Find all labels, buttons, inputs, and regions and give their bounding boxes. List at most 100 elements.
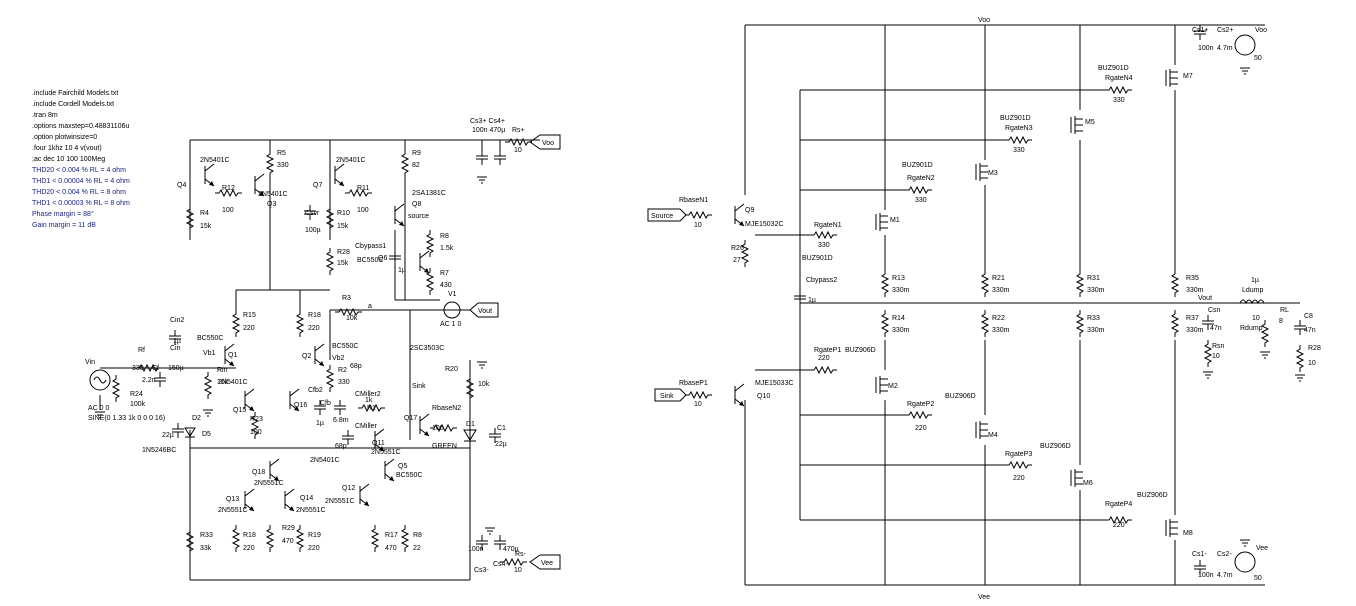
component-label: RgateN1 [814,222,842,229]
component-label: 10 [1308,360,1316,367]
component-label: RgateN4 [1105,75,1133,82]
component-label: 1µ [1251,277,1259,284]
component-label: BC550C [357,257,383,264]
left-resistors [112,138,533,566]
component-label: Rf [138,347,145,354]
component-label: 2SA1381C [412,190,446,197]
component-label: 2N5401C [336,157,366,164]
component-label: R37 [1186,315,1199,322]
component-label: 1µ [808,297,816,304]
component-label: R23 [250,416,263,423]
component-label: 470µ [503,546,519,553]
component-label: R2 [338,367,347,374]
component-label: 100µ [305,227,321,234]
component-label: 220 [915,425,927,432]
component-label: 220 [243,325,255,332]
component-label: M8 [1183,530,1193,537]
directive-line: .tran 8m [32,112,58,119]
directive-line: ;ac dec 10 100 100Meg [32,156,105,163]
component-label: 4.7m [1217,45,1233,52]
component-label: R11 [357,185,369,192]
component-label: D2 [192,415,201,422]
component-label: 330 [1113,97,1125,104]
svg-text:Vout: Vout [478,308,492,315]
component-label: 2N5551C [325,498,355,505]
vee-flag-left: Vee [529,554,561,570]
component-label: M3 [988,170,998,177]
component-label: 27 [733,257,741,264]
component-label: RgateP4 [1105,501,1132,508]
component-label: source [408,213,429,220]
component-label: Q4 [177,182,186,189]
component-label: Rdump [1240,325,1263,332]
component-label: R8 [413,532,422,539]
component-label: BUZ906D [1040,443,1071,450]
component-label: Cbypass2 [806,277,837,284]
component-label: AC 1 0 [440,321,462,328]
component-label: 330m [892,287,910,294]
component-label: Q8 [412,201,421,208]
component-label: R18 [243,532,256,539]
component-label: 4.7m [1217,572,1233,579]
component-label: M4 [988,432,998,439]
component-label: R15 [243,312,256,319]
component-label: AC 0 0 [88,405,110,412]
component-label: Vb2 [332,355,345,362]
component-label: R10 [337,210,350,217]
component-label: BUZ901D [802,255,833,262]
component-label: 68p [350,363,362,370]
component-label: 6.8m [333,417,349,424]
input-source-vin [89,369,111,419]
component-label: D1 [466,421,475,428]
directive-line: .include Cordell Models.txt [32,101,114,108]
component-label: R17 [385,532,398,539]
component-label: 100n [1198,45,1214,52]
component-label: 220 [308,325,320,332]
component-label: R13 [892,275,905,282]
component-label: SINE(0 1.33 1k 0 0 0 16) [88,415,165,422]
component-label: R18 [308,312,321,319]
result-line: Phase margin = 88° [32,210,94,218]
vout-flag-left: Vout [469,302,499,318]
component-label: 10k [217,379,229,386]
component-label: 2N5551C [371,449,401,456]
component-label: 220 [243,545,255,552]
component-label: 330m [1087,327,1105,334]
zener-d5 [184,427,196,438]
component-label: 330 [277,162,289,169]
directive-line: .option plotwinsize=0 [32,134,97,141]
component-label: BUZ906D [945,393,976,400]
component-label: Cs1+ [1192,27,1209,34]
component-label: R35 [1186,275,1199,282]
result-line: Gain margin = 11 dB [32,222,96,229]
component-label: Cs2- [1217,551,1232,558]
component-label: R28 [1308,345,1321,352]
component-label: 22µ [162,432,174,439]
component-label: 330m [1087,287,1105,294]
component-label: BUZ906D [845,347,876,354]
component-label: 2N5401C [258,191,288,198]
component-label: Rsn [1212,343,1225,350]
right-capacitors [793,24,1307,576]
component-label: R28 [337,249,350,256]
component-label: 330 [132,365,144,372]
component-label: 330 [915,197,927,204]
svg-text:Sink: Sink [660,393,674,400]
component-label: BC550C [197,335,223,342]
component-label: 10 [694,222,702,229]
component-label: Cs3+ Cs4+ [470,118,505,125]
component-label: RL [1280,307,1289,314]
svg-text:Source: Source [651,213,673,220]
component-label: 1µ [173,338,181,345]
component-label: R8 [440,233,449,240]
component-label: 10 [514,147,522,154]
component-label: 1N5246BC [142,447,176,454]
component-label: 15k [337,223,349,230]
component-label: Q1 [228,352,237,359]
component-label: Vout [1198,295,1212,302]
component-label: M1 [890,217,900,224]
component-label: R1 [367,405,376,412]
